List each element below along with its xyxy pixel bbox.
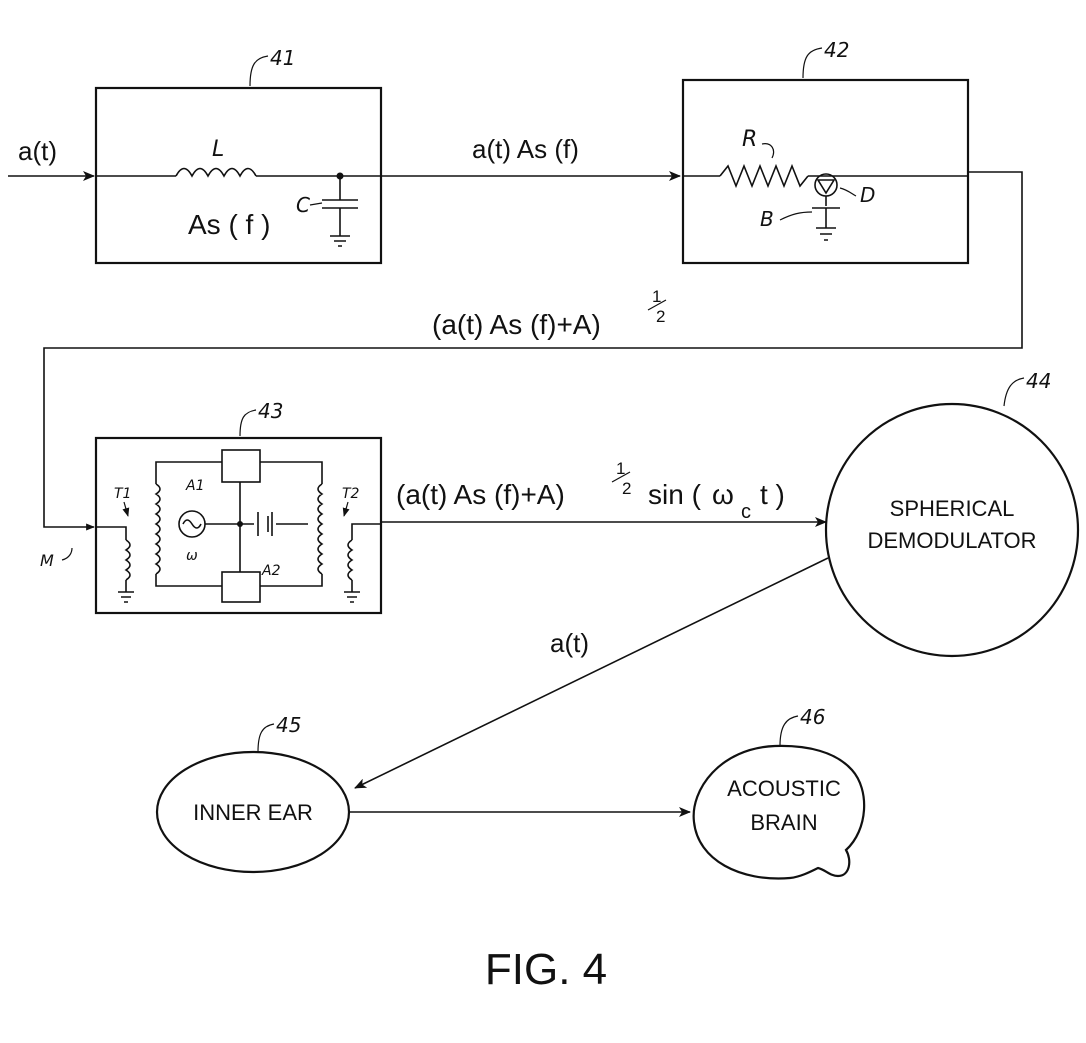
resistor-label-leader <box>761 143 775 159</box>
demodulator-line1: SPHERICAL <box>890 496 1015 521</box>
block-46-ref: 46 <box>800 705 825 729</box>
a1-label: A1 <box>185 478 204 494</box>
signal-after-43-tail: t ) <box>760 479 785 510</box>
t1-bottom-wire <box>155 574 222 587</box>
block-42-ref: 42 <box>824 38 849 62</box>
signal-after-43-exp-num: 1 <box>616 459 625 478</box>
block-45-ref: 45 <box>276 713 301 737</box>
block-41: 41 L C As ( f ) <box>94 46 383 265</box>
block-43-ref: 43 <box>258 399 283 423</box>
block-44: 44 SPHERICAL DEMODULATOR <box>824 369 1080 658</box>
oscillator-label: ω <box>186 548 198 564</box>
demodulator-line2: DEMODULATOR <box>867 528 1036 553</box>
block-45: 45 INNER EAR <box>155 713 351 874</box>
block-41-ref-leader <box>249 55 269 87</box>
t1-primary-coil <box>124 539 131 581</box>
ground-icon <box>118 591 134 603</box>
t2-bottom-wire <box>260 574 323 587</box>
ground-icon <box>816 227 836 241</box>
battery-label: B <box>760 207 774 231</box>
t1-primary-lead <box>96 526 127 540</box>
t2-primary-lead <box>351 523 381 540</box>
acoustic-brain-shape <box>692 744 866 880</box>
t2-secondary-coil <box>317 483 324 575</box>
acoustic-brain-line1: ACOUSTIC <box>727 776 841 801</box>
signal-after-42-base: (a(t) As (f)+A) <box>432 309 601 340</box>
diode-label-leader <box>839 187 857 197</box>
signal-after-43-exp-den: 2 <box>622 479 631 498</box>
ground-icon <box>330 235 350 247</box>
signal-after-43-exp-slash <box>611 471 631 483</box>
block-46-ref-leader <box>779 715 799 747</box>
transfer-function-label: As ( f ) <box>188 209 270 240</box>
block-46: 46 ACOUSTIC BRAIN <box>692 705 866 880</box>
capacitor-label: C <box>296 193 310 217</box>
signal-after-42-exp-den: 2 <box>656 307 665 326</box>
block-45-ref-leader <box>257 723 275 753</box>
block-44-ref: 44 <box>1026 369 1051 393</box>
inductor-label: L <box>212 137 224 162</box>
figure-label: FIG. 4 <box>485 945 607 994</box>
input-m-label: M <box>40 551 54 570</box>
block-43-ref-leader <box>239 409 257 437</box>
block-42-ref-leader <box>802 47 823 79</box>
signal-after-41: a(t) As (f) <box>472 134 579 164</box>
signal-after-43-sin: sin ( <box>648 479 702 510</box>
t1-label-arrow <box>122 501 130 517</box>
signal-after-43: (a(t) As (f)+A) 1 2 sin ( ω c t ) <box>396 459 785 523</box>
signal-after-44: a(t) <box>550 628 589 658</box>
t1-secondary-coil <box>154 483 161 575</box>
ground-icon <box>344 591 360 603</box>
a2-label: A2 <box>261 563 281 579</box>
resistor-label: R <box>742 127 757 152</box>
signal-after-43-omega: ω <box>712 479 734 510</box>
diode-triangle <box>816 179 836 195</box>
oscillator-wave <box>182 519 202 529</box>
t2-label: T2 <box>342 486 360 502</box>
block-42-box <box>681 78 970 265</box>
t2-top-wire <box>260 461 323 484</box>
inductor-symbol <box>175 167 257 178</box>
t2-label-arrow <box>342 501 350 517</box>
amplifier-a1 <box>221 449 261 483</box>
diode-label: D <box>860 183 875 207</box>
t1-top-wire <box>155 461 222 484</box>
arrow-42-to-43 <box>43 171 1023 531</box>
t2-primary-coil <box>347 539 354 581</box>
inner-ear-label: INNER EAR <box>193 800 313 825</box>
signal-after-42-exp-slash <box>647 299 667 311</box>
signal-after-43-base: (a(t) As (f)+A) <box>396 479 565 510</box>
signal-after-42: (a(t) As (f)+A) 1 2 <box>432 287 667 340</box>
block-43: 43 T1 A1 A2 ω T2 <box>94 399 383 615</box>
capacitor-label-leader <box>309 202 323 206</box>
block-42: 42 R D B <box>681 38 970 265</box>
input-signal-label: a(t) <box>18 136 57 166</box>
block-44-ref-leader <box>1003 377 1025 407</box>
block-41-ref: 41 <box>270 46 295 70</box>
signal-after-42-exp-num: 1 <box>652 287 661 306</box>
battery-symbol <box>240 512 308 536</box>
block-43-box <box>94 436 383 615</box>
t1-label: T1 <box>114 486 131 502</box>
spherical-demodulator-circle <box>824 402 1080 658</box>
battery-label-leader <box>779 211 813 221</box>
resistor-symbol <box>719 163 809 189</box>
capacitor-symbol <box>322 199 358 209</box>
input-m-leader <box>61 547 73 561</box>
arrow-44-to-45 <box>354 557 829 789</box>
acoustic-brain-line2: BRAIN <box>750 810 817 835</box>
amplifier-a2 <box>221 571 261 603</box>
signal-after-43-subscript: c <box>741 501 751 523</box>
